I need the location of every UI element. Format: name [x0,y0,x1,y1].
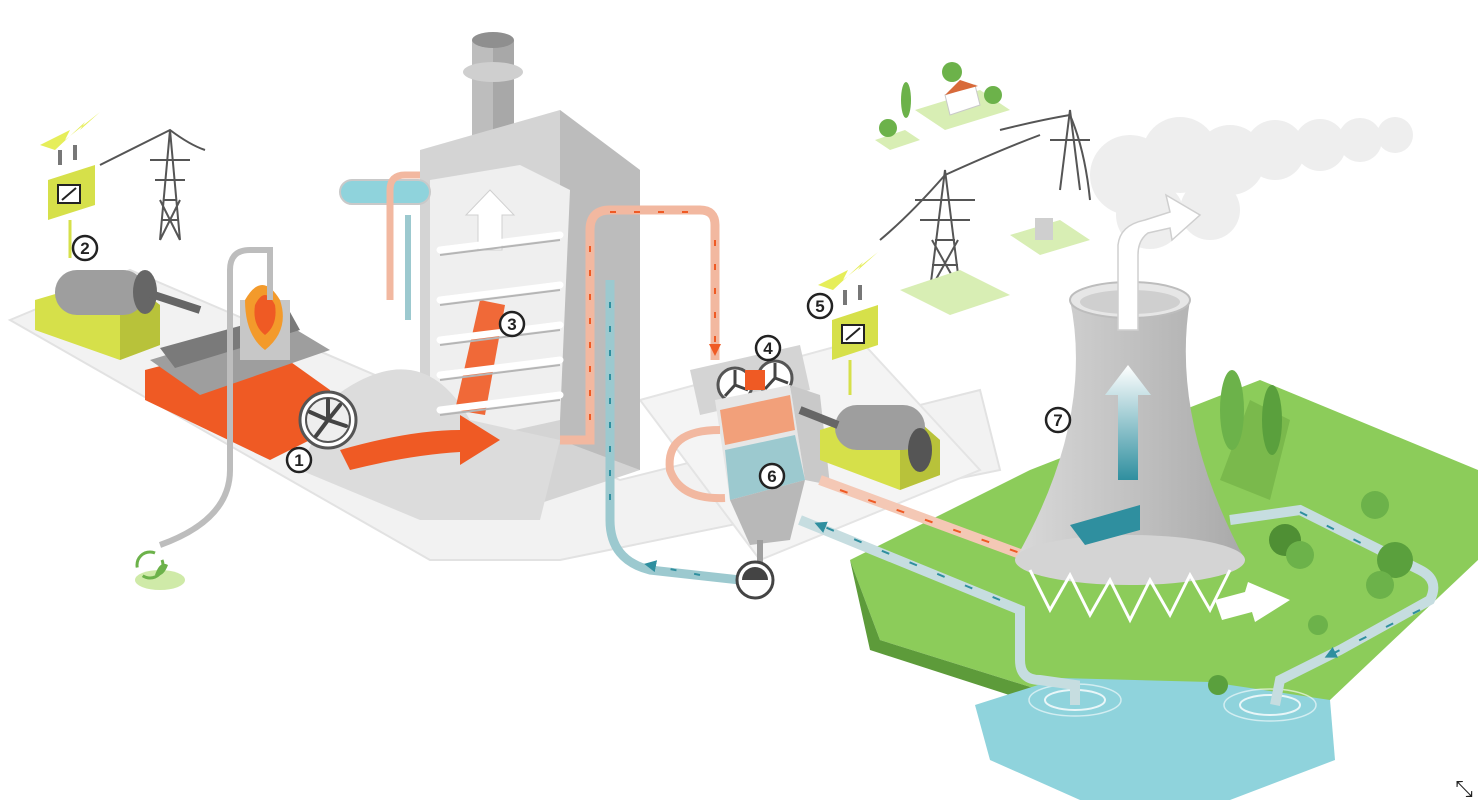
step-label-6: 6 [767,467,776,486]
hot-water-flow [839,489,1046,564]
step-badge-6: 6 [758,462,786,490]
step-badge-1: 1 [285,446,313,474]
pylon-left [99,128,206,241]
step-badge-5: 5 [806,292,834,320]
transformer-left [48,145,95,258]
fuel-feed-pipe [158,247,273,548]
lightning-bolt-left-icon [40,112,100,150]
cooling-water-stream [1070,505,1140,545]
step-label-7: 7 [1053,411,1062,430]
cooling-loop-flow [1299,511,1421,655]
hot-gas-flow [340,415,500,470]
steam-turbine [690,345,810,415]
boiler-tubes [436,231,564,414]
water-return-flow [609,300,701,576]
pump [735,540,775,600]
step-label-2: 2 [80,239,89,258]
lake [975,678,1335,800]
boiler-tubes-shadow [439,239,561,416]
steam-pipe-flow [589,211,715,420]
tower-updraft-arrow [1105,365,1151,480]
pylon-right [879,134,1041,291]
step-label-4: 4 [763,339,773,358]
tower-exhaust-arrow [1117,193,1202,331]
steam-pipe-loop [560,205,720,445]
furnace [240,285,290,360]
drum-pipe [386,171,420,300]
house-island [875,62,1010,150]
pylon-far [999,109,1091,201]
step-badge-3: 3 [498,310,526,338]
step-badge-4: 4 [754,334,782,362]
step-badge-7: 7 [1044,406,1072,434]
generator-left [35,270,202,360]
step-badge-2: 2 [71,234,99,262]
generator-right [798,405,940,490]
hot-gas-rise [455,300,505,415]
step-label-5: 5 [815,297,824,316]
step-label-3: 3 [507,315,516,334]
step-label-1: 1 [294,451,303,470]
pylon-right-base [900,270,1010,315]
trees [1208,370,1413,695]
transformer-right [832,285,878,395]
fan-1 [298,390,358,450]
cooling-loop-pipe [1229,504,1439,706]
condenser-loop [665,426,726,503]
substation [1010,218,1090,255]
cold-water-flow [814,521,1001,601]
steam-drum [339,179,431,205]
air-intake-arrow [1215,582,1290,622]
expand-icon[interactable]: ⤡ [1455,777,1473,802]
lightning-bolt-right-icon [818,252,878,290]
recycle-plant-icon [135,550,185,590]
cold-water-pipe [798,515,1080,705]
